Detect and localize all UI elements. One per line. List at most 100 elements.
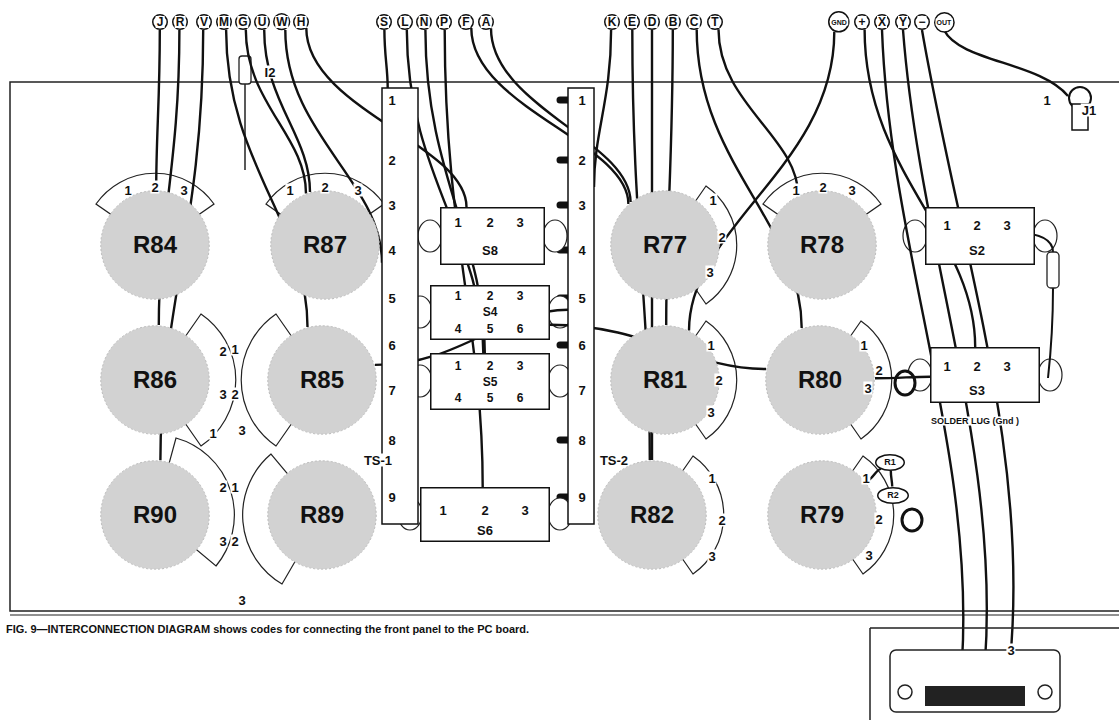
code-circle	[459, 15, 474, 30]
code-circle	[377, 15, 392, 30]
wire	[594, 30, 611, 187]
pin-number: 9	[577, 491, 586, 504]
solder-lug	[895, 371, 915, 395]
wire-code: G	[237, 16, 248, 28]
code-circle	[625, 15, 640, 30]
pin-number: 3	[1002, 219, 1011, 232]
pin-label: 3	[705, 266, 714, 279]
pot-body	[268, 326, 377, 435]
pin-number: R1	[883, 458, 897, 467]
code-circle	[398, 15, 413, 30]
part-name: R80	[797, 368, 843, 392]
strip-body	[568, 88, 594, 524]
code-circle	[197, 15, 212, 30]
wire-code: A	[481, 16, 492, 28]
part-name: R86	[132, 368, 178, 392]
wire	[882, 30, 963, 662]
pin-label: 1	[706, 339, 715, 352]
wire-code-circle: V	[196, 14, 212, 30]
switch-ear	[418, 220, 442, 252]
pin-label: 3	[237, 424, 246, 437]
wire-code: +	[857, 16, 866, 28]
panel-edge	[870, 628, 1119, 720]
wire-code: N	[419, 16, 430, 28]
pin-number: 9	[387, 491, 396, 504]
pin-number: 8	[577, 434, 586, 447]
pin-number: S2	[968, 244, 986, 257]
pin-label: 2	[218, 345, 227, 358]
wire-code-circle: A	[478, 14, 494, 30]
wire	[384, 30, 387, 88]
potentiometer: R77	[610, 190, 720, 300]
wire-code-circle: Y	[895, 14, 911, 30]
solder-lug	[902, 509, 922, 531]
wire	[865, 30, 976, 347]
pin-label: 1	[230, 481, 239, 494]
pin-number: 4	[577, 244, 586, 257]
pin-label: 1	[791, 184, 800, 197]
wire-code-circle: U	[254, 14, 270, 30]
part-name: R85	[299, 368, 345, 392]
pin-number: 3	[1002, 360, 1011, 373]
pin-label: J1	[1081, 104, 1097, 117]
wire-code-circle: D	[644, 14, 660, 30]
part-name: R84	[132, 233, 178, 257]
code-circle	[666, 15, 681, 30]
wire-code: P	[439, 16, 449, 28]
pin-number: 7	[577, 384, 586, 397]
switch-body: 123S3	[930, 347, 1040, 403]
pin-label: 2	[717, 231, 726, 244]
wire	[891, 471, 892, 487]
wire-code: B	[668, 16, 679, 28]
switch-outline	[431, 354, 550, 410]
pot-body	[598, 461, 707, 570]
pin-number: 1	[942, 219, 951, 232]
pin-number: 3	[515, 216, 524, 229]
code-circle	[708, 15, 723, 30]
pin-number: 2	[387, 154, 396, 167]
pin-number: 1	[453, 216, 462, 229]
wire	[491, 28, 631, 202]
pin-number: 1	[577, 94, 586, 107]
pin-number: 1	[438, 504, 447, 517]
pin-number: S5	[482, 376, 499, 388]
wire-code: D	[647, 16, 658, 28]
resistor-outline	[876, 454, 905, 470]
pin-number: 2	[485, 216, 494, 229]
code-circle	[896, 15, 911, 30]
wire-code-circle: R	[172, 14, 188, 30]
switch-body: 123S5456	[430, 353, 550, 410]
pin-number: 2	[486, 290, 495, 302]
wire	[719, 29, 799, 195]
wire-code-circle: G	[235, 14, 251, 30]
wire-code: J	[156, 16, 165, 28]
wire-code-circle: B	[665, 14, 681, 30]
pin-number: 6	[516, 392, 525, 404]
resistor-body: R2	[877, 487, 909, 504]
code-circle	[829, 12, 849, 32]
pin-label: 1	[123, 184, 132, 197]
wire-code: R	[175, 16, 186, 28]
pin-number: 3	[520, 504, 529, 517]
pin-number: 5	[387, 292, 396, 305]
pin-number: 3	[516, 360, 525, 372]
wire-code: S	[379, 16, 389, 28]
pin-number: 4	[454, 392, 463, 404]
wire-code-circle: +	[854, 14, 870, 30]
pin-label: 2	[818, 181, 827, 194]
switch-outline	[441, 208, 545, 265]
wire-code: K	[607, 16, 618, 28]
terminal-strip: 123456789TS-2	[568, 88, 634, 524]
potentiometer: R89	[267, 460, 377, 570]
pin-number: 2	[480, 504, 489, 517]
pot-body	[768, 461, 877, 570]
pin-label: 2	[230, 388, 239, 401]
pin-number: 4	[454, 323, 463, 335]
screw	[1038, 685, 1052, 699]
pin-number: 2	[486, 360, 495, 372]
wire-code-circle: T	[707, 14, 723, 30]
potentiometer: R86	[100, 325, 210, 435]
wire-code-circle: W	[273, 13, 290, 30]
pin-label: 1	[1042, 94, 1051, 107]
